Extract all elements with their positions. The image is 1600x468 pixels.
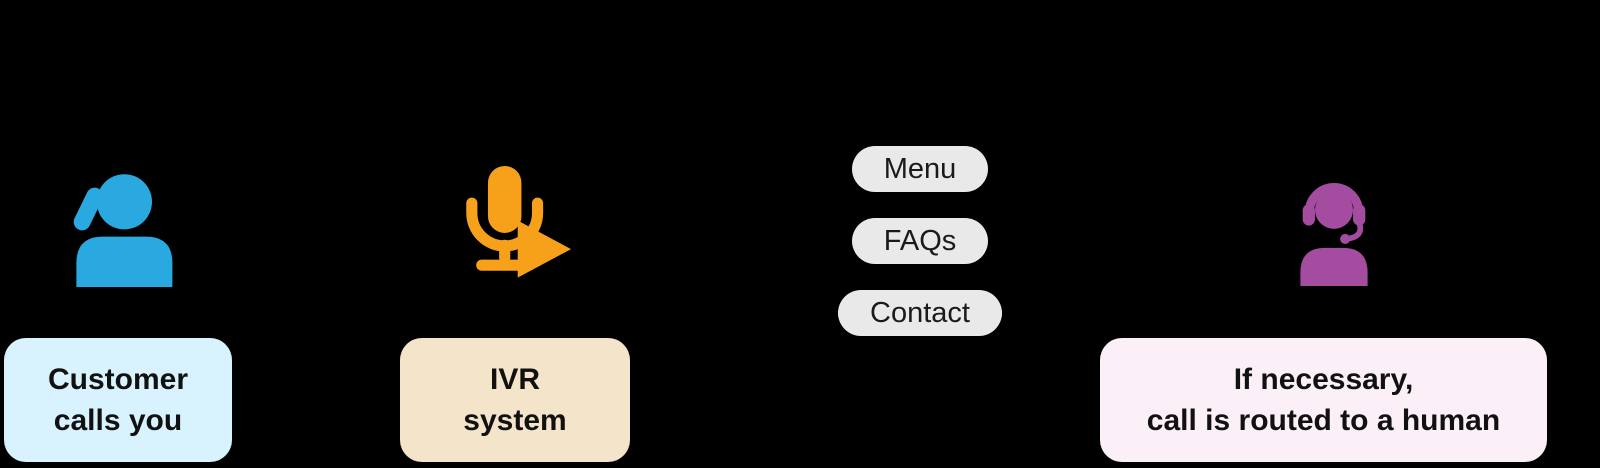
agent-label-line2: call is routed to a human <box>1146 404 1501 437</box>
microphone-play-icon <box>452 155 576 301</box>
ivr-label-line2: system <box>463 404 567 437</box>
customer-label: Customer calls you <box>4 338 232 462</box>
customer-label-line1: Customer <box>47 363 189 396</box>
faqs-pill: FAQs <box>851 218 989 264</box>
agent-label: If necessary, call is routed to a human <box>1100 338 1547 462</box>
ivr-label: IVR system <box>400 338 630 462</box>
contact-pill: Contact <box>838 290 1002 336</box>
support-agent-headset-icon <box>1278 160 1390 300</box>
ivr-options-list: Menu FAQs Contact <box>800 146 1040 336</box>
person-on-phone-icon <box>56 157 176 297</box>
agent-label-line1: If necessary, <box>1233 363 1414 396</box>
ivr-label-line1: IVR <box>489 363 540 396</box>
customer-label-line2: calls you <box>53 404 183 437</box>
menu-pill: Menu <box>851 146 989 192</box>
